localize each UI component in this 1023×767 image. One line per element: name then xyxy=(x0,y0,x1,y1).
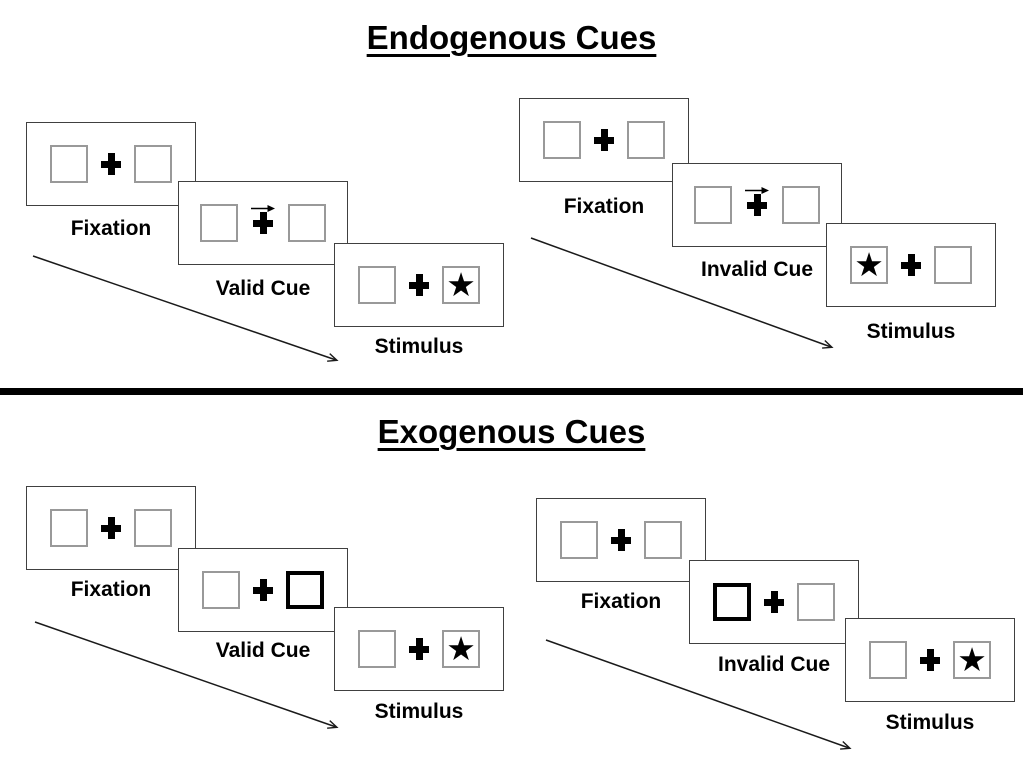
plus-icon xyxy=(101,153,121,175)
left-stimulus-box: ★ xyxy=(850,246,888,284)
left-stimulus-box xyxy=(869,641,907,679)
valid-cue-label: Valid Cue xyxy=(215,277,311,300)
endogenous-valid-cue-panel xyxy=(178,181,348,265)
section-divider xyxy=(0,388,1023,395)
valid-cue-label: Valid Cue xyxy=(215,639,311,662)
exogenous-invalid-cue-panel xyxy=(689,560,859,644)
right-stimulus-box: ★ xyxy=(442,266,480,304)
exogenous-valid-fixation-panel xyxy=(26,486,196,570)
left-stimulus-box xyxy=(50,509,88,547)
exogenous-valid-stimulus-panel: ★ xyxy=(334,607,504,691)
plus-icon xyxy=(253,212,273,234)
left-stimulus-box xyxy=(358,630,396,668)
exogenous-valid-cue-panel xyxy=(178,548,348,632)
endogenous-invalid-cue-panel xyxy=(672,163,842,247)
left-stimulus-box xyxy=(200,204,238,242)
exogenous-section-title: Exogenous Cues xyxy=(377,413,646,450)
left-stimulus-box xyxy=(694,186,732,224)
star-icon: ★ xyxy=(957,639,987,679)
plus-icon xyxy=(901,254,921,276)
endogenous-invalid-fixation-panel xyxy=(519,98,689,182)
plus-icon xyxy=(594,129,614,151)
fixation-label: Fixation xyxy=(70,578,152,601)
star-icon: ★ xyxy=(446,628,476,668)
timeline-arrow-endogenous-invalid xyxy=(530,237,834,349)
left-stimulus-box xyxy=(202,571,240,609)
right-stimulus-box xyxy=(288,204,326,242)
stimulus-label: Stimulus xyxy=(374,700,464,723)
right-stimulus-box xyxy=(934,246,972,284)
star-icon: ★ xyxy=(446,264,476,304)
plus-icon xyxy=(920,649,940,671)
plus-icon xyxy=(764,591,784,613)
right-stimulus-box xyxy=(134,509,172,547)
stimulus-label: Stimulus xyxy=(885,711,975,734)
left-stimulus-box xyxy=(560,521,598,559)
timeline-arrow-exogenous-valid xyxy=(34,621,339,729)
right-stimulus-box xyxy=(134,145,172,183)
endogenous-section-title: Endogenous Cues xyxy=(366,19,657,56)
plus-icon xyxy=(253,579,273,601)
endogenous-valid-stimulus-panel: ★ xyxy=(334,243,504,327)
left-stimulus-box-cued xyxy=(713,583,751,621)
fixation-label: Fixation xyxy=(70,217,152,240)
plus-icon xyxy=(101,517,121,539)
right-stimulus-box xyxy=(797,583,835,621)
stimulus-label: Stimulus xyxy=(866,320,956,343)
left-stimulus-box xyxy=(50,145,88,183)
right-stimulus-box xyxy=(644,521,682,559)
exogenous-invalid-stimulus-panel: ★ xyxy=(845,618,1015,702)
plus-icon xyxy=(409,638,429,660)
fixation-cross-with-cue xyxy=(251,182,275,264)
right-stimulus-box: ★ xyxy=(442,630,480,668)
right-stimulus-box: ★ xyxy=(953,641,991,679)
fixation-label: Fixation xyxy=(563,195,645,218)
star-icon: ★ xyxy=(854,244,884,284)
right-stimulus-box xyxy=(627,121,665,159)
fixation-cross-with-cue xyxy=(745,164,769,246)
right-stimulus-box xyxy=(782,186,820,224)
plus-icon xyxy=(747,194,767,216)
timeline-arrow-endogenous-valid xyxy=(32,255,339,362)
left-stimulus-box xyxy=(358,266,396,304)
invalid-cue-label: Invalid Cue xyxy=(700,258,814,281)
right-arrow-icon xyxy=(745,187,769,194)
plus-icon xyxy=(409,274,429,296)
invalid-cue-label: Invalid Cue xyxy=(717,653,831,676)
stimulus-label: Stimulus xyxy=(374,335,464,358)
right-arrow-icon xyxy=(251,205,275,212)
right-stimulus-box-cued xyxy=(286,571,324,609)
endogenous-valid-fixation-panel xyxy=(26,122,196,206)
endogenous-invalid-stimulus-panel: ★ xyxy=(826,223,996,307)
fixation-label: Fixation xyxy=(580,590,662,613)
plus-icon xyxy=(611,529,631,551)
left-stimulus-box xyxy=(543,121,581,159)
exogenous-invalid-fixation-panel xyxy=(536,498,706,582)
